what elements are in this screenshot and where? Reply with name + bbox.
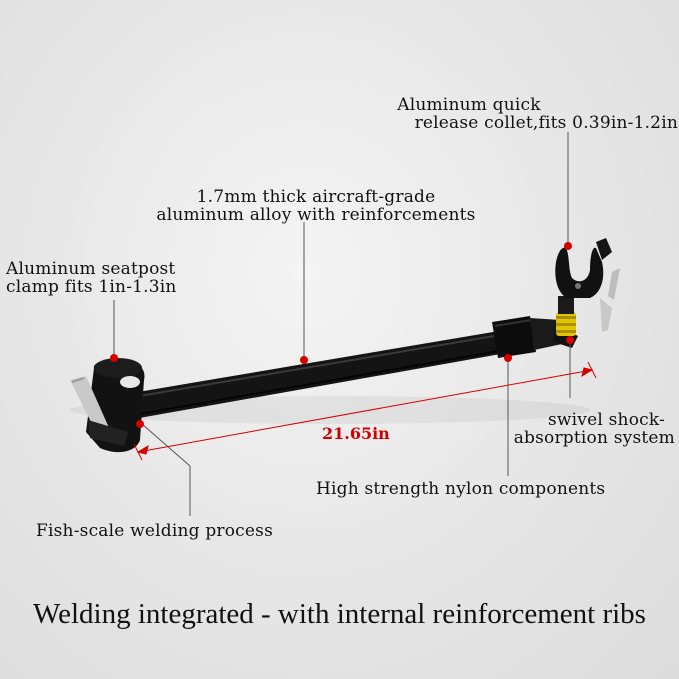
- alloy-label: 1.7mm thick aircraft-grade aluminum allo…: [128, 188, 504, 224]
- alloy-label-line1: 1.7mm thick aircraft-grade: [196, 187, 436, 207]
- callout-dot: [564, 242, 572, 250]
- callout-dots: [110, 242, 574, 428]
- swivel-label-line2: absorption system: [513, 428, 675, 448]
- seatpost-label-line1: Aluminum seatpost: [6, 259, 176, 279]
- welding-label: Fish-scale welding process: [36, 521, 274, 541]
- length-dimension: [133, 361, 597, 461]
- collet-label-line1: Aluminum quick: [397, 95, 541, 115]
- callout-dot: [110, 354, 118, 362]
- seatpost-label-line2: clamp fits 1in-1.3in: [6, 277, 177, 297]
- quick-release-clamp: [555, 238, 620, 332]
- callout-dot: [566, 336, 574, 344]
- alloy-label-line2: aluminum alloy with reinforcements: [156, 205, 476, 225]
- nylon-label: High strength nylon components: [316, 479, 606, 499]
- swivel-label-line1: swivel shock-: [548, 410, 665, 430]
- swivel-collet: [556, 296, 576, 336]
- seatpost-clamp: [70, 358, 145, 453]
- caption: Welding integrated - with internal reinf…: [33, 598, 646, 630]
- callout-dot: [300, 356, 308, 364]
- swivel-label: swivel shock- absorption system: [470, 411, 675, 447]
- length-measurement: 21.65in: [322, 424, 390, 443]
- collet-label: Aluminum quick release collet,fits 0.39i…: [380, 96, 678, 132]
- callout-dot: [136, 420, 144, 428]
- collet-label-line2: release collet,fits 0.39in-1.2in: [414, 113, 678, 133]
- seatpost-label: Aluminum seatpost clamp fits 1in-1.3in: [6, 260, 177, 296]
- callout-leaders: [113, 132, 571, 516]
- callout-dot: [504, 354, 512, 362]
- aluminum-arm: [120, 330, 512, 420]
